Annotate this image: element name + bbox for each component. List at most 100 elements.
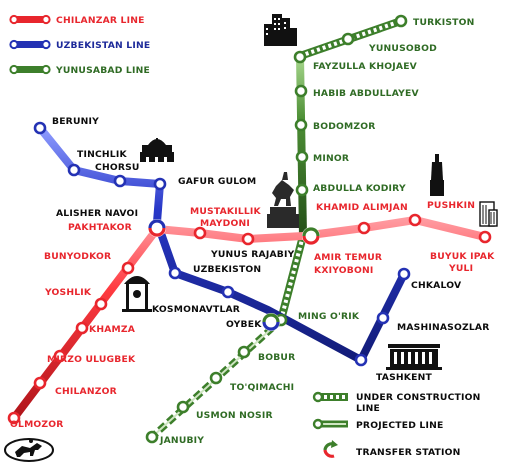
label-chorsu: CHORSU: [95, 162, 140, 173]
label-bobur: BOBUR: [258, 352, 295, 363]
label-tinchlik: TINCHLIK: [77, 149, 127, 160]
station-chkalov[interactable]: [397, 267, 411, 281]
station-uzbekiston[interactable]: [168, 266, 182, 280]
label-bunyodkor: BUNYODKOR: [44, 251, 111, 262]
horse-rider-logo-icon: [4, 438, 54, 462]
station-janubiy[interactable]: [145, 430, 159, 444]
legend-under-construction-end: [312, 391, 324, 403]
station-bunyodkor[interactable]: [121, 261, 135, 275]
label-janubiy: JANUBIY: [159, 435, 204, 446]
label-fayzulla-khojaev: FAYZULLA KHOJAEV: [313, 61, 418, 72]
legend-swatch-uzbekistan: [12, 41, 48, 48]
legend-swatch-uzbekistan-end-left: [9, 39, 19, 50]
monument-statue-icon: [430, 154, 444, 196]
label-yuli: YULI: [448, 263, 473, 274]
label-maydoni: MAYDONI: [200, 218, 250, 229]
transfer-arc-red: [148, 227, 166, 237]
label-tashkent: TASHKENT: [376, 372, 432, 383]
transfer-arc-red: [302, 235, 320, 245]
legend-label-under-construction: UNDER CONSTRUCTION: [356, 392, 481, 403]
label-mustakillik: MUSTAKILLIK: [190, 206, 262, 217]
label-alisher-navoi: ALISHER NAVOI: [56, 208, 138, 219]
equestrian-statue-icon: [267, 172, 299, 228]
station-toqimachi[interactable]: [209, 371, 223, 385]
uzbekistan-stations: [33, 121, 411, 367]
station-mirzo-ulugbek[interactable]: [53, 349, 67, 363]
legend-swatch-chilanzar-end-left: [9, 14, 19, 25]
legend-label-transfer: TRANSFER STATION: [356, 447, 461, 458]
transfer-arc-blue: [148, 219, 166, 229]
legend-swatch-uzbekistan-end-right: [41, 39, 51, 50]
station-minor[interactable]: [295, 150, 309, 164]
skyscrapers-icon: [264, 14, 297, 46]
station-tashkent[interactable]: [354, 353, 368, 367]
station-olmozor[interactable]: [7, 411, 21, 425]
label-chilanzor: CHILANZOR: [55, 386, 117, 397]
station-kosmonavtlar[interactable]: [221, 285, 235, 299]
label-khamza: KHAMZA: [89, 324, 136, 335]
station-usmon-nosir[interactable]: [176, 400, 190, 414]
legend-label-uzbekistan: UZBEKISTAN LINE: [56, 40, 150, 51]
station-mustakillik-maydoni[interactable]: [193, 226, 207, 240]
tall-building-icon: [479, 201, 498, 227]
label-yoshlik: YOSHLIK: [44, 287, 92, 298]
legend-label-yunusabad: YUNUSABAD LINE: [55, 65, 150, 76]
station-yoshlik[interactable]: [94, 297, 108, 311]
legend-swatch-yunusabad-end-right: [41, 64, 51, 75]
label-toqimachi: TO'QIMACHI: [230, 382, 294, 393]
transfer-alisher-navoi-pakhtakor[interactable]: [148, 219, 166, 237]
chilanzar-stations: [7, 213, 492, 425]
label-yunus-rajabiy: YUNUS RAJABIY: [210, 249, 295, 260]
station-bodomzor[interactable]: [294, 118, 308, 132]
station-yunus-rajabiy[interactable]: [241, 232, 255, 246]
legend-swatch-yunusabad-end-left: [9, 64, 19, 75]
station-chorsu[interactable]: [113, 174, 127, 188]
transfer-arc-green: [302, 227, 320, 237]
station-khamza[interactable]: [75, 321, 89, 335]
station-mashinasozlar[interactable]: [376, 311, 390, 325]
legend-label-projected: PROJECTED LINE: [356, 420, 443, 431]
kosmonavtlar-monument-icon: [122, 276, 152, 312]
transfer-arrow-icon: [323, 440, 338, 458]
station-khamid-alimjan[interactable]: [357, 221, 371, 235]
label-turkiston: TURKISTON: [413, 17, 475, 28]
station-beruniy[interactable]: [33, 121, 47, 135]
label-kosmonavtlar: KOSMONAVTLAR: [152, 304, 240, 315]
legend-label-under-construction-line: LINE: [356, 403, 380, 414]
station-habib-abdullayev[interactable]: [294, 84, 308, 98]
transfer-arc-blue: [262, 321, 280, 331]
label-olmozor: OLMOZOR: [10, 419, 64, 430]
station-chilanzor[interactable]: [33, 376, 47, 390]
label-mashinasozlar: MASHINASOZLAR: [397, 322, 490, 333]
station-bobur[interactable]: [237, 345, 251, 359]
chorsu-bazaar-icon: [140, 138, 174, 162]
label-beruniy: BERUNIY: [52, 116, 99, 127]
station-abdulla-kodiry[interactable]: [295, 183, 309, 197]
label-minor: MINOR: [313, 153, 349, 164]
yunusabad-under-construction-south-dashes: [279, 235, 305, 321]
transfer-oybek-ming-orik[interactable]: [262, 313, 280, 331]
label-kxiyoboni: KXIYOBONI: [314, 265, 373, 276]
transfer-amir-temur-yunus-rajabiy[interactable]: [302, 227, 320, 245]
uzbekistan-track: [36, 125, 408, 364]
uzbekistan-line: [36, 125, 408, 364]
legend-projected-end: [312, 418, 324, 430]
station-fayzulla-khojaev[interactable]: [293, 50, 307, 64]
train-station-icon: [386, 344, 442, 370]
label-gafur-gulom: GAFUR GULOM: [178, 176, 256, 187]
station-yunusobod[interactable]: [341, 32, 355, 46]
label-chkalov: CHKALOV: [411, 280, 462, 291]
station-pushkin[interactable]: [408, 213, 422, 227]
legend-label-chilanzar: CHILANZAR LINE: [56, 15, 145, 26]
station-gafur-gulom[interactable]: [153, 177, 167, 191]
transfer-arc-green: [262, 313, 280, 323]
label-buyuk-ipak: BUYUK IPAK: [430, 251, 495, 262]
label-ming-orik: MING O'RIK: [298, 311, 360, 322]
label-pushkin: PUSHKIN: [427, 200, 475, 211]
label-pakhtakor: PAKHTAKOR: [68, 222, 132, 233]
station-turkiston[interactable]: [394, 14, 408, 28]
station-tinchlik[interactable]: [67, 163, 81, 177]
label-oybek: OYBEK: [226, 319, 262, 330]
station-buyuk-ipak-yuli[interactable]: [478, 230, 492, 244]
